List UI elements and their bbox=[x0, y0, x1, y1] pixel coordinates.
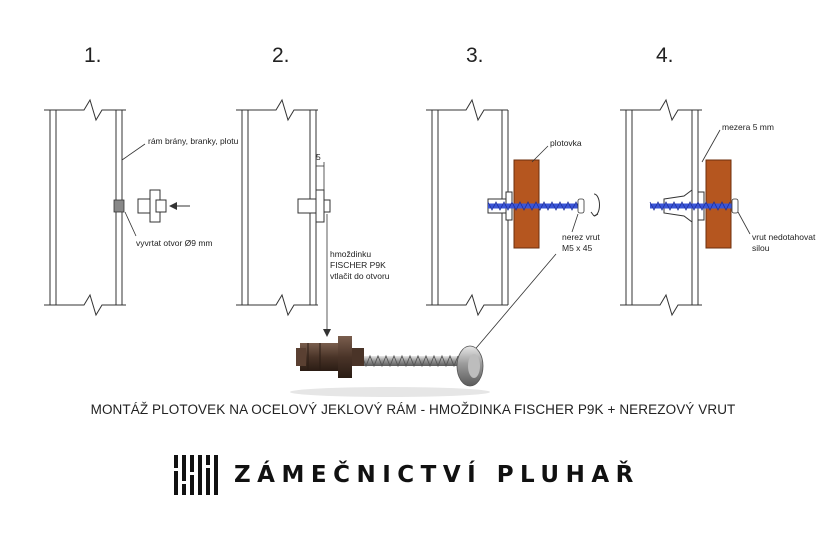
step-number-2: 2. bbox=[272, 44, 290, 67]
note-frame: rám brány, branky, plotu bbox=[148, 136, 239, 146]
note-anchor-line-2: FISCHER P9K bbox=[330, 260, 386, 270]
screw-thread bbox=[649, 198, 739, 214]
step-number-1: 1. bbox=[84, 44, 102, 67]
note-gap: mezera 5 mm bbox=[722, 122, 774, 132]
drilled-hole bbox=[113, 199, 125, 213]
step-2-diagram: 5 hmoždinku FISCHER P9K vtlačit do otvor… bbox=[235, 99, 390, 337]
leader-line-tight bbox=[737, 211, 751, 235]
step-3-diagram: plotovka nerez vrut M5 x 45 bbox=[425, 99, 600, 361]
rotation-icon bbox=[590, 193, 600, 217]
note-tight-line-2: silou bbox=[752, 243, 770, 253]
dimension-label: 5 bbox=[316, 152, 321, 162]
leader-line-screw-photo bbox=[465, 253, 557, 361]
leader-line-screw bbox=[571, 213, 579, 233]
brand-logo-icon bbox=[174, 455, 218, 495]
brand-block: ZÁMEČNICTVÍ PLUHAŘ bbox=[172, 455, 640, 495]
leader-line-board bbox=[531, 145, 549, 163]
note-tight-line-1: vrut nedotahovat bbox=[752, 232, 816, 242]
step-4-diagram: mezera 5 mm vrut nedotahovat silou bbox=[619, 99, 816, 316]
anchor-screw-photo bbox=[290, 336, 490, 397]
diagram-caption: MONTÁŽ PLOTOVEK NA OCELOVÝ JEKLOVÝ RÁM -… bbox=[90, 402, 736, 417]
note-drill: vyvrtat otvor Ø9 mm bbox=[136, 238, 213, 248]
leader-line-drill bbox=[124, 211, 137, 237]
dimension-5mm bbox=[315, 162, 325, 190]
brand-name: ZÁMEČNICTVÍ PLUHAŘ bbox=[234, 462, 640, 488]
note-board: plotovka bbox=[550, 138, 582, 148]
note-anchor-line-3: vtlačit do otvoru bbox=[330, 271, 390, 281]
note-screw-line-2: M5 x 45 bbox=[562, 243, 593, 253]
step-1-diagram: rám brány, branky, plotu vyvrtat otvor Ø… bbox=[43, 99, 239, 316]
note-anchor-line-1: hmoždinku bbox=[330, 249, 371, 259]
anchor-outline bbox=[137, 189, 167, 223]
frame-profile bbox=[425, 99, 509, 316]
screw-thread bbox=[487, 198, 585, 214]
note-screw-line-1: nerez vrut bbox=[562, 232, 600, 242]
step-number-4: 4. bbox=[656, 44, 674, 67]
step-number-3: 3. bbox=[466, 44, 484, 67]
leader-line-frame bbox=[121, 143, 146, 161]
leader-line-gap bbox=[701, 129, 721, 163]
anchor-inserted bbox=[297, 189, 331, 223]
